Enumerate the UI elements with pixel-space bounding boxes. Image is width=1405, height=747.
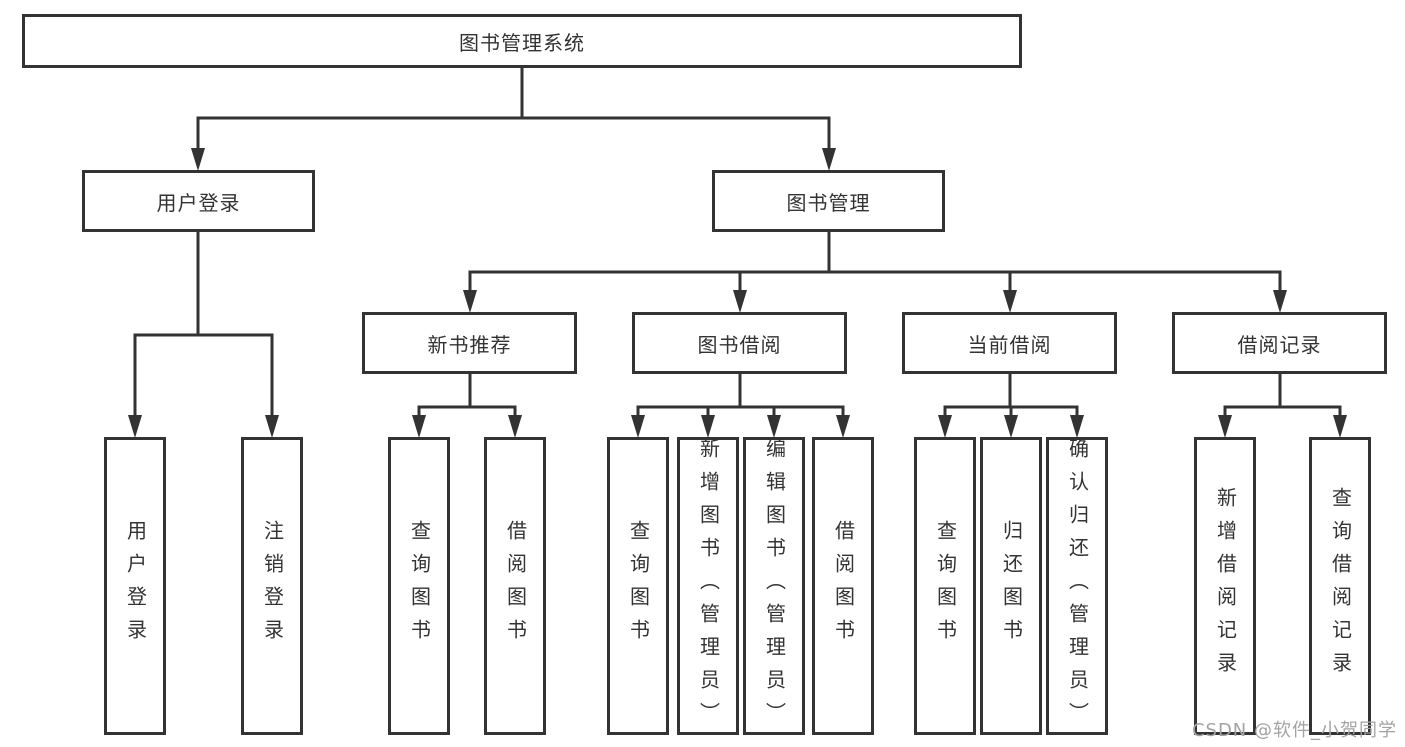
node-current-borrowing: 当前借阅: [902, 312, 1117, 374]
leaf-edit-books-admin-label: 编辑图书（管理员）: [762, 437, 787, 735]
node-book-borrowing: 图书借阅: [632, 312, 847, 374]
leaf-query-borrow-record-label: 查询借阅记录: [1328, 487, 1353, 685]
leaf-query-books-3-label: 查询图书: [933, 520, 958, 652]
leaf-edit-books-admin: 编辑图书（管理员）: [743, 437, 805, 735]
leaf-add-books-admin-label: 新增图书（管理员）: [696, 437, 721, 735]
leaf-add-borrow-record-label: 新增借阅记录: [1213, 487, 1238, 685]
node-root-label: 图书管理系统: [459, 30, 585, 55]
leaf-borrow-books-2: 借阅图书: [812, 437, 874, 735]
leaf-return-books: 归还图书: [980, 437, 1042, 735]
node-book-management: 图书管理: [712, 170, 945, 232]
node-borrowing-records: 借阅记录: [1172, 312, 1387, 374]
leaf-logout-login: 注销登录: [241, 437, 303, 735]
leaf-return-books-label: 归还图书: [999, 520, 1024, 652]
node-borrowing-records-label: 借阅记录: [1237, 332, 1322, 357]
leaf-add-books-admin: 新增图书（管理员）: [677, 437, 739, 735]
leaf-borrow-books-2-label: 借阅图书: [831, 520, 856, 652]
csdn-watermark: CSDN @软件_小贺同学: [1191, 720, 1397, 741]
connector-newbook-bar: [417, 405, 517, 433]
leaf-confirm-return-admin: 确认归还（管理员）: [1046, 437, 1108, 735]
node-book-borrowing-label: 图书借阅: [697, 332, 782, 357]
node-book-management-label: 图书管理: [786, 190, 871, 215]
node-new-book-recommend: 新书推荐: [362, 312, 577, 374]
node-new-book-recommend-label: 新书推荐: [427, 332, 512, 357]
leaf-borrow-books-1-label: 借阅图书: [503, 520, 528, 652]
leaf-confirm-return-admin-label: 确认归还（管理员）: [1065, 437, 1090, 735]
node-root: 图书管理系统: [22, 14, 1022, 68]
leaf-logout-login-label: 注销登录: [260, 520, 285, 652]
leaf-user-login: 用户登录: [104, 437, 166, 735]
connector-userlogin-bar: [133, 333, 274, 433]
leaf-query-books-1: 查询图书: [388, 437, 450, 735]
connector-borrowing-bar: [636, 405, 845, 433]
node-user-login-label: 用户登录: [156, 190, 241, 215]
node-current-borrowing-label: 当前借阅: [967, 332, 1052, 357]
leaf-user-login-label: 用户登录: [123, 520, 148, 652]
connector-bookmgmt-bar: [468, 270, 1282, 308]
leaf-query-books-2-label: 查询图书: [626, 520, 651, 652]
leaf-add-borrow-record: 新增借阅记录: [1194, 437, 1256, 735]
leaf-query-books-3: 查询图书: [914, 437, 976, 735]
arrowheads: [128, 148, 1347, 438]
node-user-login: 用户登录: [82, 170, 315, 232]
connector-root-bar: [196, 116, 831, 166]
leaf-query-borrow-record: 查询借阅记录: [1309, 437, 1371, 735]
leaf-query-books-1-label: 查询图书: [407, 520, 432, 652]
leaf-query-books-2: 查询图书: [607, 437, 669, 735]
connector-records-bar: [1223, 405, 1342, 433]
leaf-borrow-books-1: 借阅图书: [484, 437, 546, 735]
